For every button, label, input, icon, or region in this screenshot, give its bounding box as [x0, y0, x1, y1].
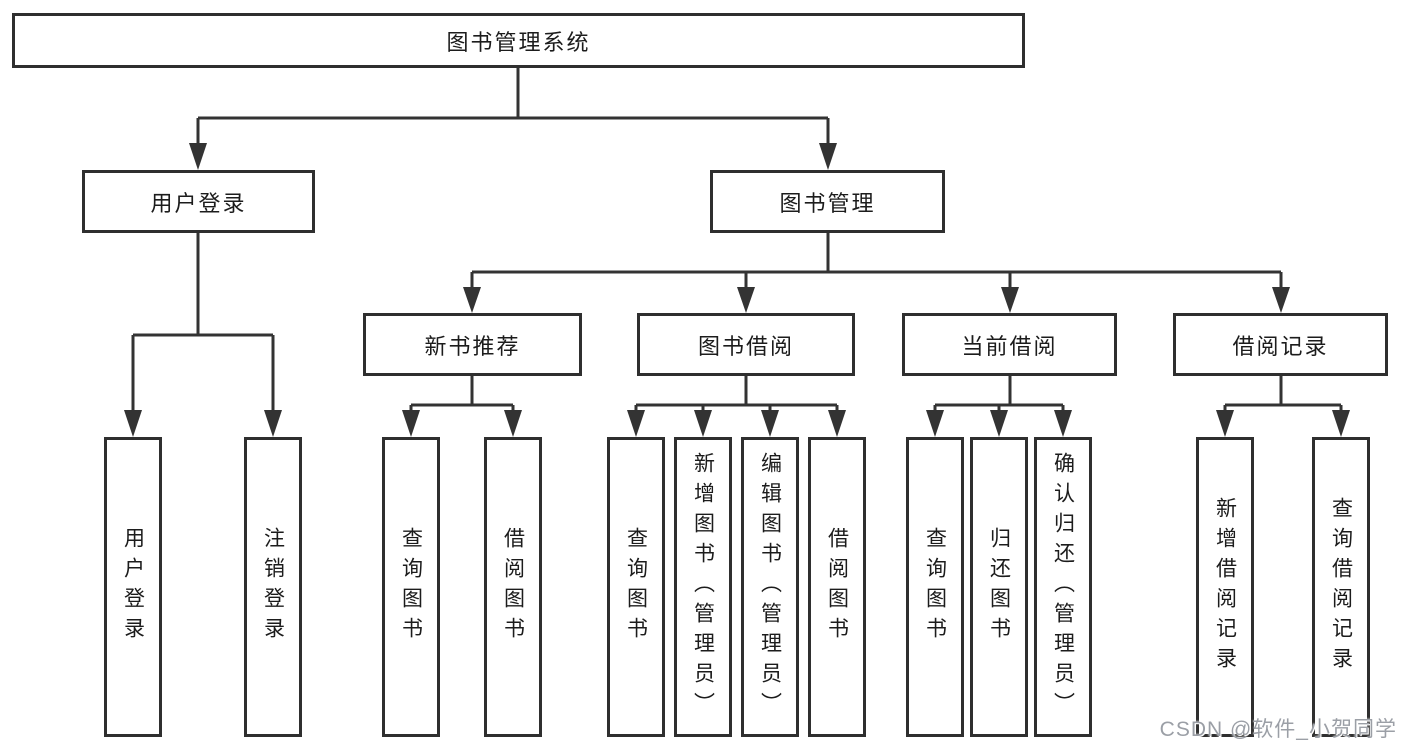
arrowhead	[402, 410, 420, 437]
arrowhead	[1054, 410, 1072, 437]
arrowhead	[627, 410, 645, 437]
csdn-watermark: CSDN @软件_小贺同学	[1159, 718, 1397, 741]
node-label: 用户登录	[150, 190, 247, 216]
leaf-borrow-books: 借阅图书	[808, 437, 866, 737]
node-label: 归还图书	[987, 527, 1011, 647]
arrowhead	[264, 410, 282, 437]
node-label: 图书管理系统	[446, 29, 591, 55]
leaf-edit-books-admin: 编辑图书（管理员）	[741, 437, 799, 737]
leaf-user-login: 用户登录	[104, 437, 162, 737]
arrowhead	[737, 287, 755, 313]
arrowhead	[828, 410, 846, 437]
arrowhead	[1272, 287, 1290, 313]
node-borrow-records: 借阅记录	[1173, 313, 1388, 376]
node-label: 查询图书	[923, 527, 947, 647]
node-new-book-recommend: 新书推荐	[363, 313, 582, 376]
node-label: 借阅记录	[1232, 333, 1329, 359]
node-root-system: 图书管理系统	[12, 13, 1025, 68]
arrowhead	[1001, 287, 1019, 313]
arrowhead	[189, 143, 207, 170]
arrowhead	[926, 410, 944, 437]
node-label: 查询借阅记录	[1329, 497, 1353, 677]
arrowhead	[819, 143, 837, 170]
leaf-query-books-borrow: 查询图书	[607, 437, 665, 737]
node-label: 编辑图书（管理员）	[758, 452, 782, 722]
node-label: 新增图书（管理员）	[691, 452, 715, 722]
arrowhead	[1216, 410, 1234, 437]
node-label: 当前借阅	[961, 333, 1058, 359]
leaf-confirm-return-admin: 确认归还（管理员）	[1034, 437, 1092, 737]
arrowhead	[1332, 410, 1350, 437]
node-label: 借阅图书	[501, 527, 525, 647]
node-label: 图书借阅	[697, 333, 794, 359]
arrowhead	[504, 410, 522, 437]
node-book-management: 图书管理	[710, 170, 945, 233]
leaf-query-books-recommend: 查询图书	[382, 437, 440, 737]
node-label: 新增借阅记录	[1213, 497, 1237, 677]
node-label: 用户登录	[121, 527, 145, 647]
leaf-return-books: 归还图书	[970, 437, 1028, 737]
node-label: 查询图书	[399, 527, 423, 647]
node-current-borrowing: 当前借阅	[902, 313, 1117, 376]
leaf-borrow-books-recommend: 借阅图书	[484, 437, 542, 737]
node-label: 注销登录	[261, 527, 285, 647]
arrowhead	[761, 410, 779, 437]
node-label: 确认归还（管理员）	[1051, 452, 1075, 722]
leaf-query-borrow-record: 查询借阅记录	[1312, 437, 1370, 737]
arrowhead	[124, 410, 142, 437]
node-label: 新书推荐	[424, 333, 521, 359]
node-book-borrowing: 图书借阅	[637, 313, 855, 376]
node-label: 图书管理	[779, 190, 876, 216]
arrowhead	[990, 410, 1008, 437]
leaf-add-borrow-record: 新增借阅记录	[1196, 437, 1254, 737]
node-label: 借阅图书	[825, 527, 849, 647]
node-label: 查询图书	[624, 527, 648, 647]
leaf-add-books-admin: 新增图书（管理员）	[674, 437, 732, 737]
node-user-login: 用户登录	[82, 170, 315, 233]
arrowhead	[463, 287, 481, 313]
leaf-query-books-current: 查询图书	[906, 437, 964, 737]
arrowhead	[694, 410, 712, 437]
leaf-logout: 注销登录	[244, 437, 302, 737]
